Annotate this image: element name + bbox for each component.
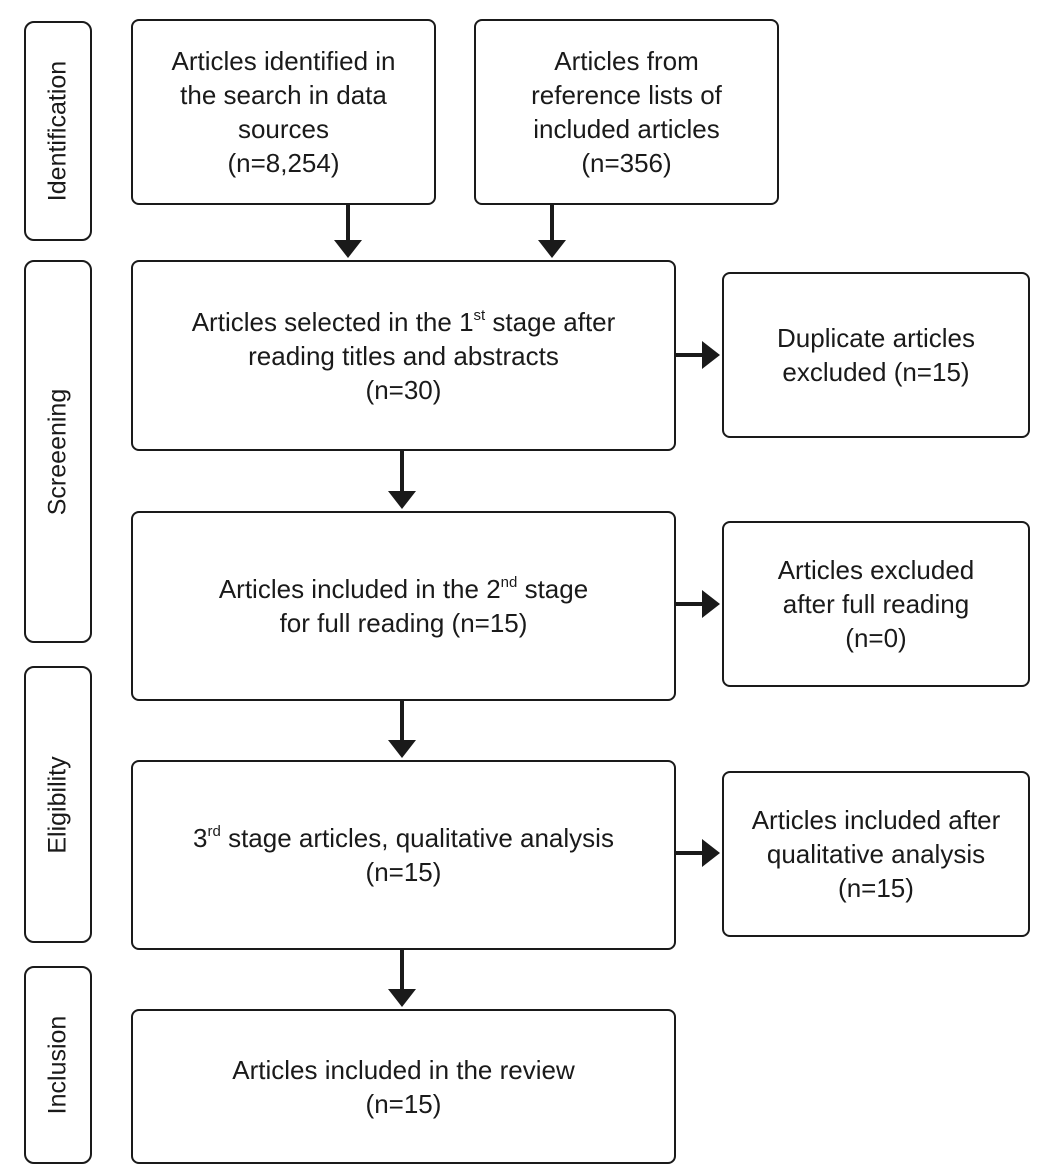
box-stage2-full-reading: Articles included in the 2nd stage for f… bbox=[131, 511, 676, 701]
box-excluded-count: (n=0) bbox=[845, 623, 907, 653]
box-reference-lists: Articles from reference lists of include… bbox=[474, 19, 779, 205]
box-references-line2: reference lists of bbox=[531, 80, 722, 110]
box-stage1-line2: reading titles and abstracts bbox=[248, 340, 559, 371]
box-duplicates-line1: Duplicate articles bbox=[777, 323, 975, 353]
box-included-qual-line1: Articles included after bbox=[751, 805, 1001, 835]
box-included-after-qualitative: Articles included after qualitative anal… bbox=[722, 771, 1030, 937]
arrowhead-stage2 bbox=[388, 491, 416, 509]
box-search-line1: Articles identified in bbox=[171, 46, 396, 76]
box-excluded-full-reading: Articles excluded after full reading (n=… bbox=[722, 521, 1030, 687]
arrowhead-references bbox=[538, 240, 566, 258]
box-references-line1: Articles from bbox=[554, 46, 699, 76]
arrowhead-stage3 bbox=[388, 740, 416, 758]
box-search-count: (n=8,254) bbox=[227, 148, 340, 178]
box-duplicates-line2: excluded (n=15) bbox=[782, 357, 970, 387]
box-references-count: (n=356) bbox=[581, 148, 672, 178]
box-stage3-line1: 3rd stage articles, qualitative analysis bbox=[193, 823, 614, 853]
box-stage3-count: (n=15) bbox=[365, 857, 442, 887]
arrowhead-duplicates bbox=[702, 341, 720, 369]
box-duplicates-excluded: Duplicate articles excluded (n=15) bbox=[722, 272, 1030, 438]
arrowhead-included bbox=[702, 839, 720, 867]
arrowhead-excluded bbox=[702, 590, 720, 618]
arrowhead-search bbox=[334, 240, 362, 258]
phase-inclusion: Inclusion bbox=[24, 966, 92, 1164]
box-stage1-count: (n=30) bbox=[365, 374, 442, 405]
arrowhead-review bbox=[388, 989, 416, 1007]
box-stage1-selected: Articles selected in the 1st stage after… bbox=[131, 260, 676, 451]
phase-screening: Screeening bbox=[24, 260, 92, 643]
box-search-line2: the search in data bbox=[180, 80, 387, 110]
box-review-line1: Articles included in the review bbox=[232, 1054, 575, 1085]
box-search-line3: sources bbox=[237, 114, 330, 144]
box-stage2-line1: Articles included in the 2nd stage bbox=[218, 574, 589, 604]
phase-identification: Identification bbox=[24, 21, 92, 241]
box-stage1-line1: Articles selected in the 1st stage after bbox=[191, 306, 616, 337]
box-included-review: Articles included in the review (n=15) bbox=[131, 1009, 676, 1164]
box-excluded-line2: after full reading bbox=[782, 589, 970, 619]
box-included-qual-line2: qualitative analysis bbox=[766, 839, 986, 869]
box-stage2-line2: for full reading (n=15) bbox=[279, 608, 528, 638]
box-stage3-qualitative: 3rd stage articles, qualitative analysis… bbox=[131, 760, 676, 950]
box-search-identified: Articles identified in the search in dat… bbox=[131, 19, 436, 205]
phase-eligibility: Eligibility bbox=[24, 666, 92, 943]
box-excluded-line1: Articles excluded bbox=[777, 555, 975, 585]
box-references-line3: included articles bbox=[533, 114, 720, 144]
box-included-qual-count: (n=15) bbox=[838, 873, 914, 903]
box-review-count: (n=15) bbox=[365, 1088, 442, 1119]
